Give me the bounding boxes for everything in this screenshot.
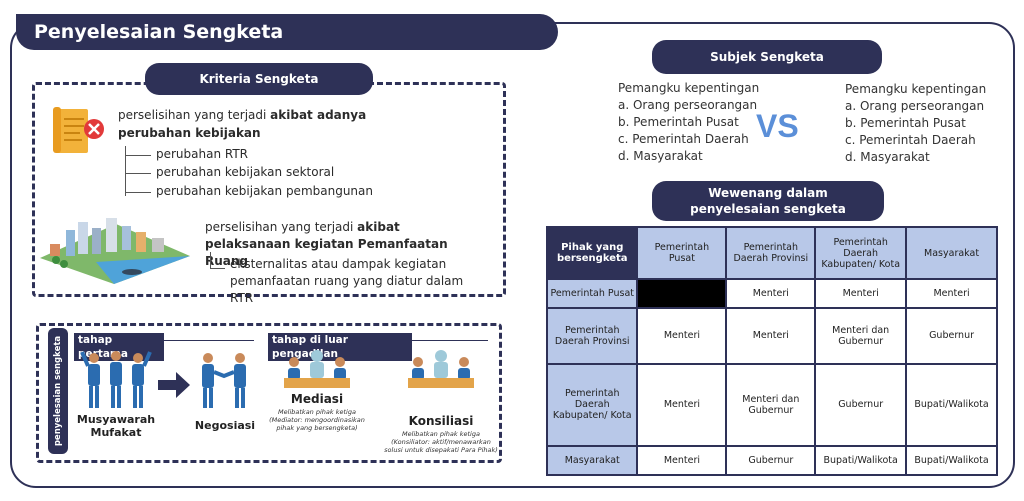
- kriteria-sub-3: perubahan kebijakan pembangunan: [156, 184, 373, 198]
- kriteria-item-1: perselisihan yang terjadi akibat adanya …: [118, 106, 438, 142]
- table-cell: Menteri: [727, 308, 815, 363]
- branch-arrow-2: [125, 173, 151, 174]
- table-cell: Menteri: [638, 364, 726, 446]
- penyelesaian-side-bar: [48, 328, 68, 454]
- table-cell: Gubernur: [727, 447, 815, 474]
- konsiliasi-note: Melibatkan pihak ketiga (Konsiliator: ak…: [384, 430, 498, 454]
- table-cell: Menteri: [638, 308, 726, 363]
- table-col-header: Pemerintah Pusat: [638, 228, 726, 278]
- table-row: Pemerintah Daerah Provinsi Menteri Mente…: [548, 308, 996, 363]
- kriteria-sub-1: perubahan RTR: [156, 147, 249, 161]
- vs-label: VS: [756, 108, 799, 144]
- table-row: Pemerintah Daerah Kabupaten/ Kota Menter…: [548, 364, 996, 446]
- table-cell: Gubernur: [907, 308, 996, 363]
- branch-line-1: [125, 146, 151, 196]
- table-col-header: Pemerintah Daerah Provinsi: [727, 228, 815, 278]
- table-cell: Menteri: [907, 280, 996, 307]
- kriteria-item-1-text: perselisihan yang terjadi: [118, 108, 271, 122]
- negosiasi-label: Negosiasi: [194, 419, 256, 432]
- branch-arrow-3: [125, 192, 151, 193]
- table-col-header: Masyarakat: [907, 228, 996, 278]
- konsiliasi-meeting-icon: [408, 350, 474, 388]
- table-cell: Menteri: [816, 280, 906, 307]
- table-corner-header: Pihak yang bersengketa: [548, 228, 637, 278]
- wewenang-title-line1: Wewenang dalam: [708, 186, 828, 200]
- wewenang-title-line2: penyelesaian sengketa: [690, 202, 846, 216]
- kriteria-title: Kriteria Sengketa: [145, 63, 373, 95]
- branch-line-2: [210, 252, 225, 269]
- negosiasi-handshake-icon: [202, 353, 246, 408]
- subjek-left-item: b. Pemerintah Pusat: [618, 115, 739, 129]
- table-cell: Menteri dan Gubernur: [816, 308, 906, 363]
- table-cell: Menteri: [638, 447, 726, 474]
- mediasi-note: Melibatkan pihak ketiga (Mediator: mengo…: [269, 408, 365, 432]
- stage-first-line: [164, 340, 254, 341]
- table-row: Pemerintah Pusat Menteri Menteri Menteri: [548, 280, 996, 307]
- table-cell: Menteri dan Gubernur: [727, 364, 815, 446]
- table-cell: Bupati/Walikota: [907, 447, 996, 474]
- musyawarah-label: Musyawarah Mufakat: [76, 413, 156, 439]
- stage-second-line: [412, 340, 488, 341]
- kriteria-item-2-text: perselisihan yang terjadi: [205, 220, 358, 234]
- table-cell: Bupati/Walikota: [816, 447, 906, 474]
- wewenang-title: Wewenang dalam penyelesaian sengketa: [652, 181, 884, 221]
- wewenang-table: Pihak yang bersengketa Pemerintah Pusat …: [546, 226, 998, 476]
- kriteria-sub-4: eksternalitas atau dampak kegiatan peman…: [230, 257, 464, 305]
- page-title: Penyelesaian Sengketa: [16, 14, 558, 50]
- table-row: Masyarakat Menteri Gubernur Bupati/Walik…: [548, 447, 996, 474]
- table-row-header: Masyarakat: [548, 447, 637, 474]
- mediasi-meeting-icon: [284, 350, 350, 388]
- subjek-left-item: a. Orang perseorangan: [618, 98, 758, 112]
- kriteria-item-2-bold: akibat pelaksanaan kegiatan Pemanfaatan …: [205, 220, 448, 268]
- subjek-left-item: c. Pemerintah Daerah: [618, 132, 749, 146]
- subjek-left-item: d. Masyarakat: [618, 149, 703, 163]
- kriteria-sub-2: perubahan kebijakan sektoral: [156, 165, 335, 179]
- table-col-header: Pemerintah Daerah Kabupaten/ Kota: [816, 228, 906, 278]
- table-cell: Menteri: [727, 280, 815, 307]
- table-cell: Gubernur: [816, 364, 906, 446]
- subjek-right: Pemangku kepentingan a. Orang perseorang…: [845, 81, 995, 166]
- subjek-right-item: d. Masyarakat: [845, 150, 930, 164]
- city-illustration: [40, 218, 190, 284]
- subjek-left: Pemangku kepentingan a. Orang perseorang…: [618, 80, 768, 165]
- table-cell: Bupati/Walikota: [907, 364, 996, 446]
- subjek-right-item: a. Orang perseorangan: [845, 99, 985, 113]
- table-cell-empty: [638, 280, 726, 307]
- table-row-header: Pemerintah Pusat: [548, 280, 637, 307]
- arrow-right-icon: [158, 372, 190, 398]
- branch-arrow-1: [125, 155, 151, 156]
- mediasi-label: Mediasi: [290, 392, 344, 406]
- subjek-title: Subjek Sengketa: [652, 40, 882, 74]
- kriteria-item-1-bold: akibat adanya perubahan kebijakan: [118, 108, 367, 140]
- kriteria-item-2: perselisihan yang terjadi akibat pelaksa…: [205, 219, 475, 270]
- musyawarah-people-icon: [80, 351, 152, 408]
- subjek-right-item: b. Pemerintah Pusat: [845, 116, 966, 130]
- subjek-right-heading: Pemangku kepentingan: [845, 82, 987, 96]
- table-row-header: Pemerintah Daerah Kabupaten/ Kota: [548, 364, 637, 446]
- subjek-right-item: c. Pemerintah Daerah: [845, 133, 976, 147]
- penyelesaian-box: [36, 323, 502, 463]
- subjek-left-heading: Pemangku kepentingan: [618, 81, 760, 95]
- penyelesaian-side-label: penyelesaian sengketa: [53, 335, 63, 447]
- document-error-icon: [53, 107, 104, 153]
- table-row-header: Pemerintah Daerah Provinsi: [548, 308, 637, 363]
- konsiliasi-label: Konsiliasi: [408, 414, 474, 428]
